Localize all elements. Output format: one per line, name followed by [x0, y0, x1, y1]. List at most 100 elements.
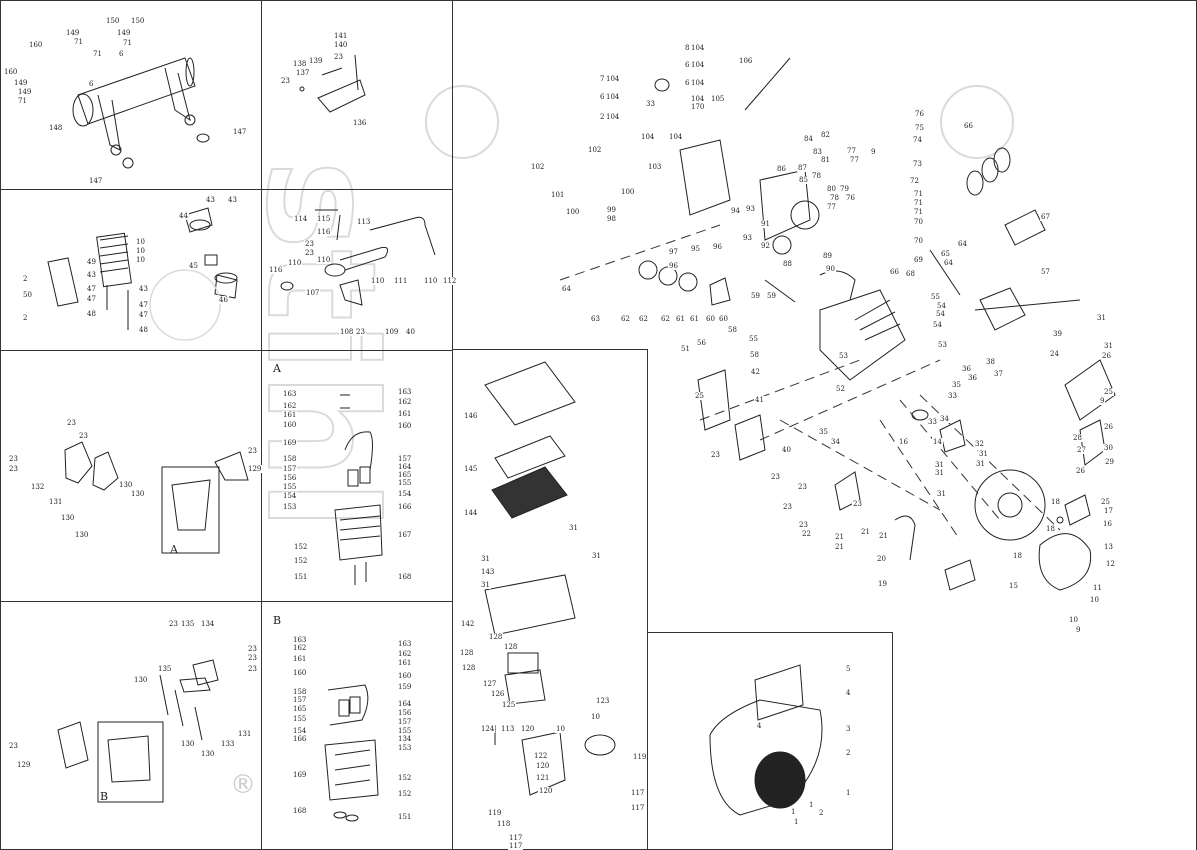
part-callout-cylinder-head-a: 162: [397, 398, 413, 406]
part-callout-cylinder-head-a: 154: [282, 492, 298, 500]
part-callout-engine-main: 61: [689, 315, 700, 323]
part-callout-engine-main: 104: [605, 93, 621, 101]
panel-oil-cooler: [0, 189, 262, 351]
part-callout-fuel-line: 23: [304, 240, 315, 248]
part-callout-engine-main: 100: [565, 208, 581, 216]
part-callout-engine-main: 23: [798, 521, 809, 529]
part-callout-engine-main: 90: [825, 265, 836, 273]
part-callout-air-filter: 117: [630, 804, 646, 812]
part-callout-engine-main: 8: [684, 44, 691, 52]
part-callout-air-filter: 124: [480, 725, 496, 733]
part-callout-valve-cover-b: 23: [247, 645, 258, 653]
panel-throttle-bracket: [261, 0, 453, 190]
part-callout-engine-main: 38: [985, 358, 996, 366]
part-callout-engine-main: 104: [640, 133, 656, 141]
part-callout-muffler: 6: [88, 80, 95, 88]
part-callout-fuel-line: 113: [356, 218, 372, 226]
part-callout-engine-main: 63: [590, 315, 601, 323]
part-callout-engine-main: 9: [1075, 626, 1082, 634]
part-callout-engine-main: 34: [939, 415, 950, 423]
part-callout-engine-main: 68: [905, 270, 916, 278]
part-callout-engine-main: 30: [1103, 444, 1114, 452]
part-callout-engine-main: 28: [1072, 434, 1083, 442]
part-callout-engine-main: 16: [1102, 520, 1113, 528]
part-callout-muffler: 149: [13, 79, 29, 87]
part-callout-oil-cooler: 2: [22, 275, 29, 283]
part-callout-valve-cover-b: 23: [247, 654, 258, 662]
part-callout-engine-main: 10: [1068, 616, 1079, 624]
part-callout-engine-main: 98: [606, 215, 617, 223]
part-callout-engine-main: 62: [638, 315, 649, 323]
part-callout-engine-main: 83: [812, 148, 823, 156]
part-callout-cylinder-head-a: 153: [282, 503, 298, 511]
section-label-b-inset: B: [100, 790, 109, 803]
part-callout-blower-housing: 3: [845, 725, 852, 733]
part-callout-oil-cooler: 10: [135, 256, 146, 264]
part-callout-cylinder-head-b: 164: [397, 700, 413, 708]
part-callout-engine-main: 77: [826, 203, 837, 211]
part-callout-engine-main: 31: [978, 450, 989, 458]
part-callout-engine-main: 17: [1103, 507, 1114, 515]
part-callout-muffler: 147: [232, 128, 248, 136]
part-callout-muffler: 160: [3, 68, 19, 76]
part-callout-engine-main: 66: [889, 268, 900, 276]
part-callout-cylinder-head-b: 160: [292, 669, 308, 677]
part-callout-cylinder-head-a: 165: [397, 471, 413, 479]
part-callout-engine-main: 92: [760, 242, 771, 250]
part-callout-valve-cover-b: 130: [200, 750, 216, 758]
part-callout-engine-main: 51: [680, 345, 691, 353]
part-callout-cylinder-head-b: 151: [397, 813, 413, 821]
part-callout-air-filter: 142: [460, 620, 476, 628]
part-callout-throttle-bracket: 140: [333, 41, 349, 49]
part-callout-cylinder-head-b: 168: [292, 807, 308, 815]
part-callout-engine-main: 53: [838, 352, 849, 360]
part-callout-fuel-line: 115: [316, 215, 332, 223]
part-callout-engine-main: 106: [738, 57, 754, 65]
part-callout-oil-cooler: 48: [86, 310, 97, 318]
part-callout-engine-main: 77: [849, 156, 860, 164]
part-callout-engine-main: 78: [829, 194, 840, 202]
part-callout-engine-main: 18: [1045, 525, 1056, 533]
part-callout-engine-main: 36: [967, 374, 978, 382]
part-callout-engine-main: 23: [710, 451, 721, 459]
part-callout-engine-main: 18: [1050, 498, 1061, 506]
part-callout-throttle-bracket: 136: [352, 119, 368, 127]
part-callout-engine-main: 101: [550, 191, 566, 199]
part-callout-engine-main: 37: [993, 370, 1004, 378]
part-callout-air-filter: 121: [535, 774, 551, 782]
part-callout-engine-main: 21: [878, 532, 889, 540]
section-label-b: B: [273, 614, 282, 627]
part-callout-fuel-line: 107: [305, 289, 321, 297]
part-callout-engine-main: 104: [668, 133, 684, 141]
part-callout-air-filter: 10: [590, 713, 601, 721]
part-callout-oil-cooler: 2: [22, 314, 29, 322]
part-callout-blower-housing: 2: [845, 749, 852, 757]
panel-valve-cover-b: [0, 601, 262, 850]
part-callout-engine-main: 104: [690, 79, 706, 87]
part-callout-air-filter: 117: [508, 834, 524, 842]
part-callout-cylinder-head-a: 164: [397, 463, 413, 471]
part-callout-engine-main: 61: [675, 315, 686, 323]
part-callout-air-filter: 119: [487, 809, 503, 817]
part-callout-engine-main: 102: [587, 146, 603, 154]
part-callout-cylinder-head-a: 157: [282, 465, 298, 473]
part-callout-engine-main: 104: [690, 61, 706, 69]
part-callout-blower-housing: 2: [818, 809, 825, 817]
part-callout-engine-main: 10: [1089, 596, 1100, 604]
part-callout-oil-cooler: 45: [188, 262, 199, 270]
part-callout-valve-cover-a: 130: [74, 531, 90, 539]
part-callout-cylinder-head-a: 161: [282, 411, 298, 419]
part-callout-oil-cooler: 47: [138, 311, 149, 319]
part-callout-cylinder-head-a: 163: [282, 390, 298, 398]
part-callout-throttle-bracket: 141: [333, 32, 349, 40]
part-callout-engine-main: 64: [957, 240, 968, 248]
part-callout-cylinder-head-a: 157: [397, 455, 413, 463]
part-callout-engine-main: 23: [797, 483, 808, 491]
part-callout-cylinder-head-b: 152: [397, 790, 413, 798]
part-callout-cylinder-head-b: 159: [397, 683, 413, 691]
part-callout-engine-main: 103: [647, 163, 663, 171]
part-callout-engine-main: 26: [1075, 467, 1086, 475]
part-callout-engine-main: 96: [668, 262, 679, 270]
part-callout-cylinder-head-a: 152: [293, 543, 309, 551]
part-callout-fuel-line: 112: [442, 277, 458, 285]
